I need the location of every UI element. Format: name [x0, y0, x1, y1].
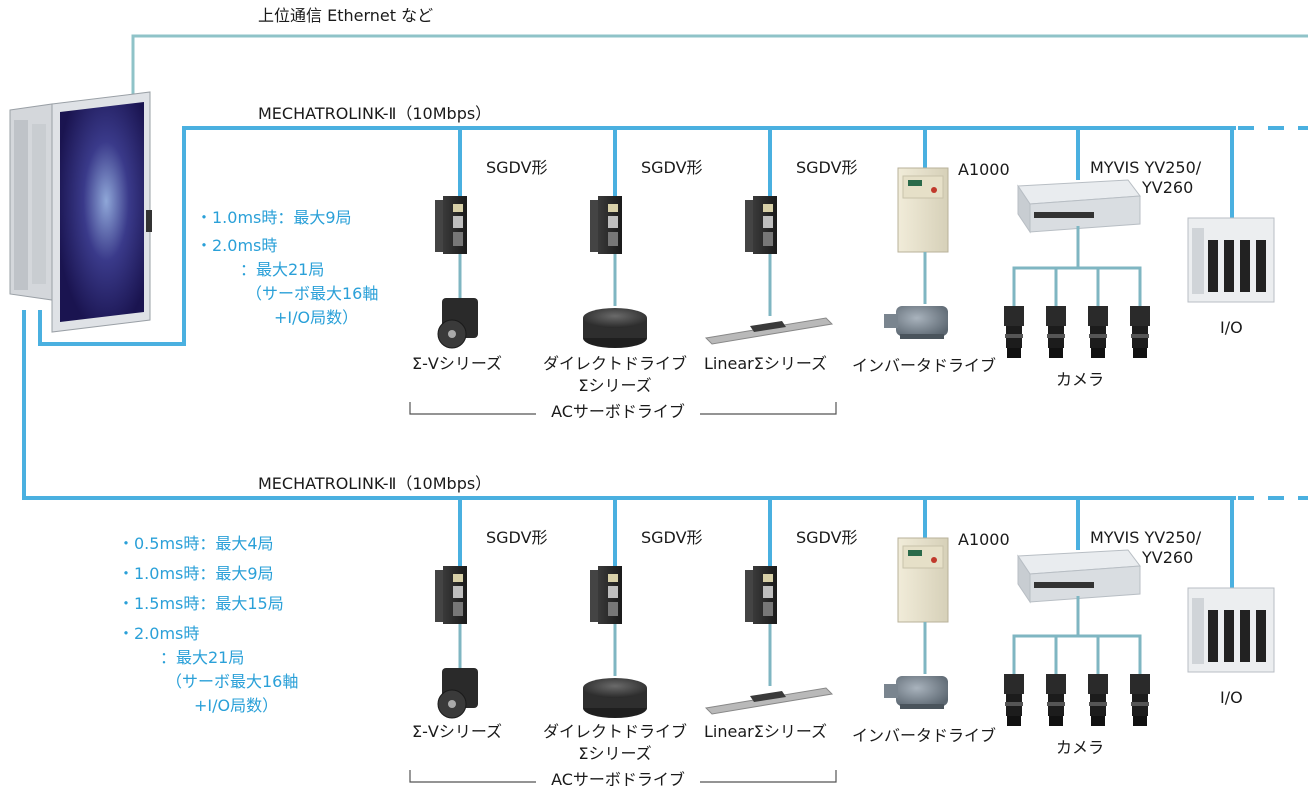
- camera-icon: [1004, 306, 1024, 358]
- servo-pack-2: [590, 566, 622, 624]
- inverter-label: インバータドライブ: [852, 356, 997, 375]
- servomotor-icon: [437, 668, 478, 719]
- sgdv-label-2: SGDV形: [641, 528, 703, 547]
- servo-pack-1: [435, 196, 467, 254]
- linear-label: LinearΣシリーズ: [704, 354, 828, 373]
- direct-drive-label-line2: Σシリーズ: [578, 744, 652, 763]
- network-2-note-2: ・1.0ms時：最大9局: [118, 564, 274, 583]
- linear-motor-icon: [704, 317, 834, 345]
- network-1-note-4: （サーボ最大16軸: [246, 284, 379, 303]
- camera-icon: [1004, 674, 1024, 726]
- myvis-label-line1: MYVIS YV250/: [1090, 528, 1202, 547]
- sgdv-label-1: SGDV形: [486, 158, 548, 177]
- network-2-note-5: ：最大21局: [160, 648, 245, 667]
- network-1-note-1: ・1.0ms時：最大9局: [196, 208, 352, 227]
- ac-servo-bracket: [409, 770, 536, 783]
- network-1-note-3: ：最大21局: [240, 260, 325, 279]
- myvis-label-line2: YV260: [1142, 548, 1194, 567]
- network-1-note-5: +I/O局数）: [274, 308, 359, 327]
- network-2-note-6: （サーボ最大16軸: [166, 672, 299, 691]
- camera-icon: [1046, 306, 1066, 358]
- a1000-label: A1000: [958, 160, 1010, 179]
- linear-label: LinearΣシリーズ: [704, 722, 828, 741]
- camera-icon: [1046, 674, 1066, 726]
- a1000-label: A1000: [958, 530, 1010, 549]
- network-2-devices: [409, 498, 1275, 783]
- network-1-label: MECHATROLINK-Ⅱ（10Mbps）: [258, 104, 492, 123]
- camera-icon: [1088, 306, 1108, 358]
- network-2-label: MECHATROLINK-Ⅱ（10Mbps）: [258, 474, 492, 493]
- vision-controller-icon: [1017, 179, 1141, 234]
- vision-controller-icon: [1017, 549, 1141, 604]
- induction-motor-icon: [884, 676, 948, 709]
- direct-drive-label-line2: Σシリーズ: [578, 376, 652, 395]
- inverter-icon: [897, 537, 949, 623]
- network-1-devices: [409, 128, 1275, 415]
- camera-icon: [1130, 306, 1150, 358]
- inverter-icon: [897, 167, 949, 253]
- direct-drive-icon: [583, 678, 647, 718]
- induction-motor-icon: [884, 306, 948, 339]
- direct-drive-label-line1: ダイレクトドライブ: [542, 722, 688, 741]
- sgdv-label-1: SGDV形: [486, 528, 548, 547]
- io-module-icon: [1187, 217, 1275, 303]
- network-2-note-7: +I/O局数）: [194, 696, 279, 715]
- io-label: I/O: [1220, 318, 1243, 337]
- io-label: I/O: [1220, 688, 1243, 707]
- ac-servo-bracket: [409, 402, 536, 415]
- sigma5-label: Σ-Vシリーズ: [412, 354, 503, 373]
- servo-pack-1: [435, 566, 467, 624]
- sgdv-label-3: SGDV形: [796, 158, 858, 177]
- servo-pack-3: [745, 196, 777, 254]
- touch-panel-icon: [9, 91, 152, 333]
- servomotor-icon: [437, 298, 478, 349]
- ac-servo-label: ACサーボドライブ: [549, 770, 687, 789]
- network-2-note-3: ・1.5ms時：最大15局: [118, 594, 284, 613]
- network-2-note-1: ・0.5ms時：最大4局: [118, 534, 274, 553]
- network-1-pc-link: [38, 128, 186, 346]
- direct-drive-label-line1: ダイレクトドライブ: [542, 354, 688, 373]
- servo-pack-2: [590, 196, 622, 254]
- servo-pack-3: [745, 566, 777, 624]
- camera-label: カメラ: [1056, 738, 1105, 757]
- network-2-note-4: ・2.0ms時: [118, 624, 200, 643]
- sgdv-label-2: SGDV形: [641, 158, 703, 177]
- ethernet-label: 上位通信 Ethernet など: [258, 6, 434, 25]
- camera-icon: [1130, 674, 1150, 726]
- camera-icon: [1088, 674, 1108, 726]
- direct-drive-icon: [583, 308, 647, 348]
- sgdv-label-3: SGDV形: [796, 528, 858, 547]
- myvis-label-line2: YV260: [1142, 178, 1194, 197]
- io-module-icon: [1187, 587, 1275, 673]
- linear-motor-icon: [704, 687, 834, 715]
- network-1-note-2: ・2.0ms時: [196, 236, 278, 255]
- sigma5-label: Σ-Vシリーズ: [412, 722, 503, 741]
- ac-servo-label: ACサーボドライブ: [549, 402, 687, 421]
- camera-label: カメラ: [1056, 370, 1105, 389]
- myvis-label-line1: MYVIS YV250/: [1090, 158, 1202, 177]
- inverter-label: インバータドライブ: [852, 726, 997, 745]
